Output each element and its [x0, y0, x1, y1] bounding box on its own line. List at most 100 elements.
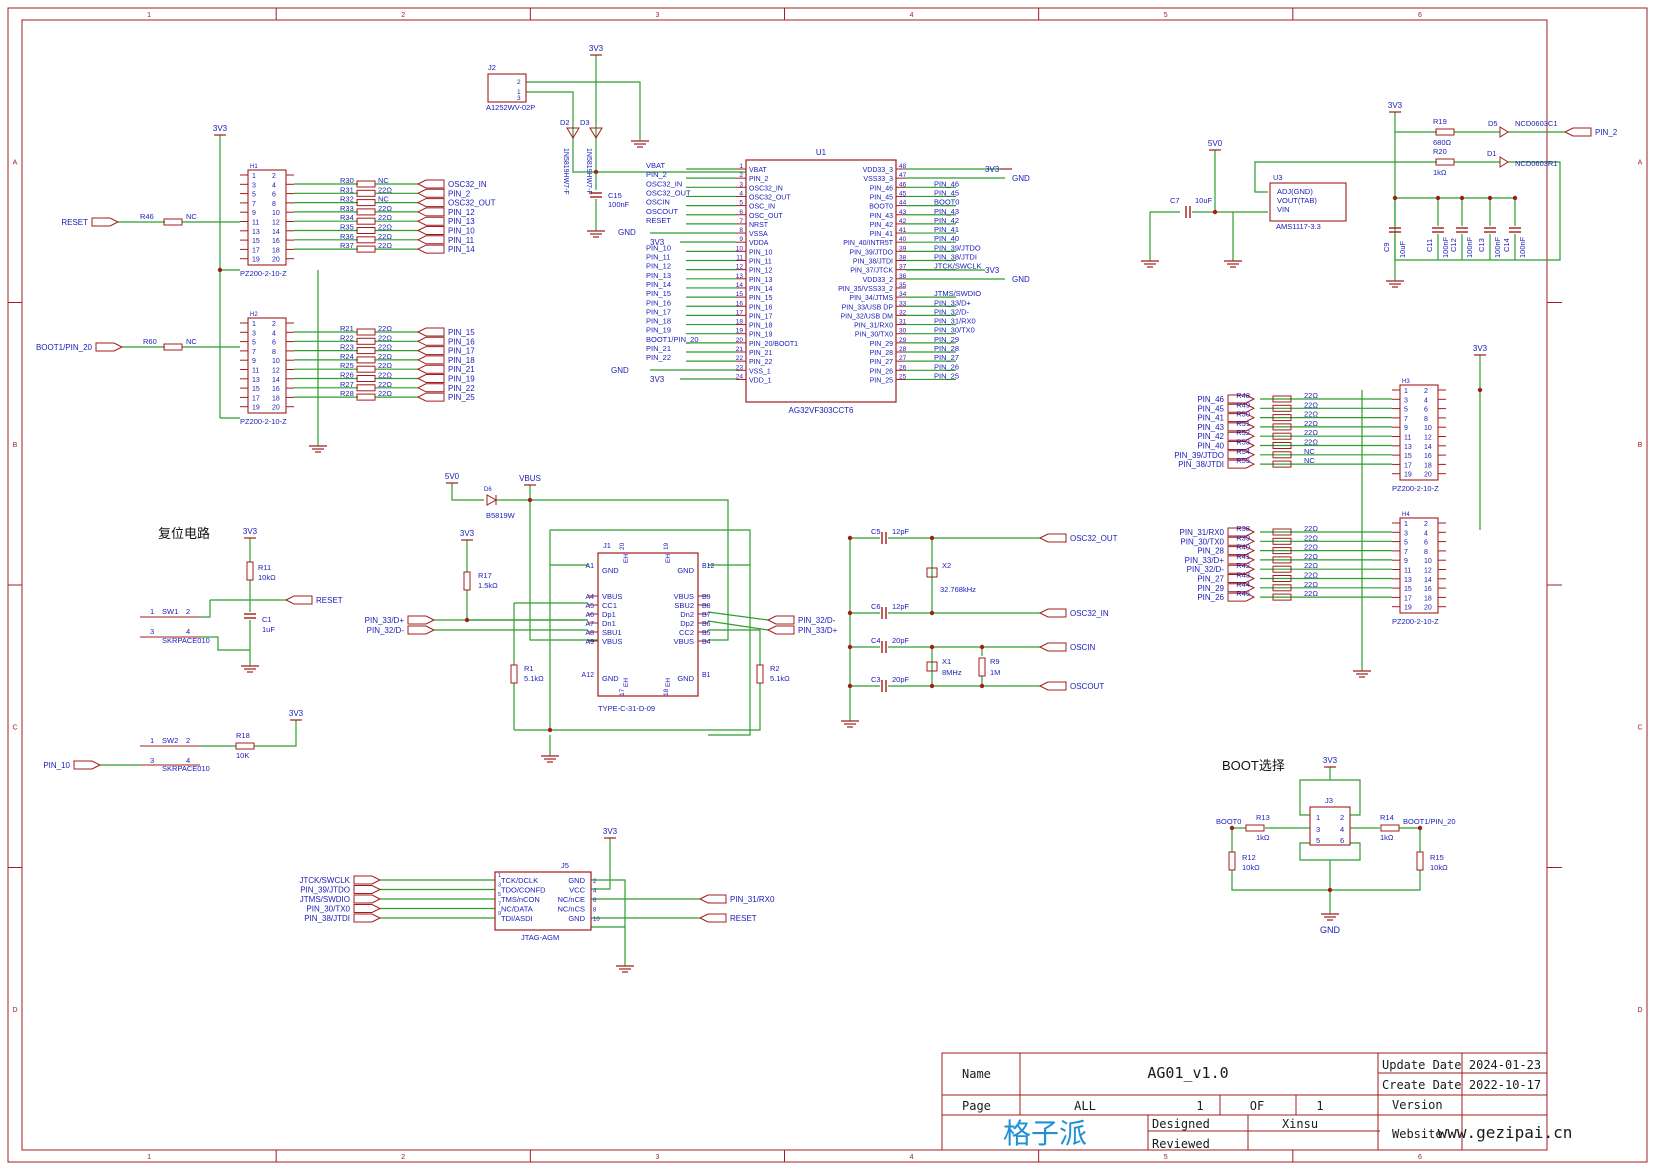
net-port-label: PIN_33/D+: [1185, 556, 1225, 565]
resistor: [356, 199, 376, 207]
net-port-label: OSCOUT: [1070, 682, 1104, 691]
junction-dot: [1435, 195, 1441, 201]
net-label: BOOT1/PIN_20: [1403, 817, 1456, 826]
pin-name: SBU2: [674, 601, 694, 610]
column-label: 6: [1418, 1154, 1422, 1161]
pin-number: 12: [1424, 435, 1432, 442]
wire: [572, 125, 746, 173]
capacitor-value: 100nF: [1441, 236, 1450, 258]
net-port-icon: [1227, 583, 1256, 593]
resistor-value: 22Ω: [378, 343, 392, 352]
pin-number: 11: [1404, 568, 1411, 575]
net-port-icon: [1227, 574, 1256, 583]
pin-number: 24: [736, 373, 744, 380]
pin-name: NC/DATA: [501, 905, 533, 914]
pin-number: 6: [272, 340, 276, 347]
row-label: A: [13, 159, 18, 166]
power-net-label: GND: [1012, 275, 1030, 284]
crystal-value: 8MHz: [942, 668, 962, 677]
designed-label: Designed: [1152, 1117, 1210, 1131]
pin-number: 46: [899, 181, 907, 188]
pin-number: 16: [272, 386, 280, 393]
pin-number: 3: [1404, 397, 1408, 404]
net-label: PIN_25: [934, 371, 959, 380]
resistor: [1245, 824, 1265, 832]
net-port-icon: [1227, 413, 1256, 423]
pin-number: 44: [899, 200, 907, 207]
pin-name: PIN_38/JTDI: [853, 259, 893, 266]
resistor-ref: R49: [1236, 400, 1250, 409]
power-net-label: 3V3: [650, 375, 665, 384]
pin-name: VSS33_3: [863, 176, 893, 183]
regulator-pin: VOUT(TAB): [1277, 196, 1317, 205]
pin-number: 26: [899, 364, 907, 371]
junction-dot: [464, 617, 470, 623]
led-part: NCD0603C1: [1515, 119, 1558, 128]
net-port-label: PIN_30/TX0: [306, 905, 350, 914]
pin-number: 4: [1340, 825, 1344, 834]
resistor: [356, 245, 376, 253]
net-port-icon: [416, 355, 445, 365]
pin-number: 5: [739, 200, 743, 207]
power-net-label: VBUS: [519, 474, 541, 483]
resistor-ref: R35: [340, 223, 354, 232]
pin-name: VDD_1: [749, 377, 772, 384]
net-label: PIN_39/JTDO: [934, 243, 981, 252]
led-part: NCD0603R1: [1515, 159, 1558, 168]
pin-number: 6: [1340, 836, 1344, 845]
power-net-label: 3V3: [985, 266, 1000, 275]
pin-number: 36: [899, 273, 907, 280]
resistor-ref: R19: [1433, 117, 1447, 126]
page-total: 1: [1316, 1099, 1323, 1113]
pin-number: 19: [736, 328, 744, 335]
junction-dot: [929, 535, 935, 541]
pin-name: PIN_28: [870, 350, 893, 357]
pin-number: 21: [736, 346, 744, 353]
net-port-label: PIN_38/JTDI: [304, 914, 350, 923]
crystal-ref: X1: [942, 657, 951, 666]
resistor: [1272, 414, 1292, 422]
resistor: [356, 328, 376, 336]
label-text: 1: [150, 607, 154, 616]
pin-number: 20: [272, 405, 280, 412]
pin-number: A6: [585, 612, 594, 619]
pin-number: 1: [252, 173, 256, 180]
pin-name: PIN_30/TX0: [855, 332, 893, 339]
net-port-label: PIN_39/JTDO: [1174, 451, 1224, 460]
pin-name: EH: [665, 678, 672, 687]
resistor: [1435, 128, 1455, 136]
junction-dot: [979, 683, 985, 689]
resistor-value: 22Ω: [1304, 543, 1318, 552]
power-net-label: 5V0: [1208, 139, 1223, 148]
resistor-ref: R21: [340, 324, 354, 333]
power-net-label: 3V3: [985, 165, 1000, 174]
pin-number: 3: [739, 181, 743, 188]
resistor: [1272, 537, 1292, 545]
net-port-icon: [353, 875, 382, 885]
resistor: [1272, 442, 1292, 449]
pin-name: Dn2: [680, 610, 694, 619]
regulator-body: [1269, 182, 1347, 222]
designer: Xinsu: [1282, 1117, 1318, 1131]
resistor-ref: R1: [524, 664, 534, 673]
capacitor-ref: C9: [1382, 242, 1391, 252]
pin-number: 40: [899, 236, 907, 243]
pin-number: 25: [899, 373, 907, 380]
capacitor-value: 12pF: [892, 527, 910, 536]
label-text: 6: [593, 898, 597, 904]
capacitor-value: 100nF: [1518, 236, 1527, 258]
pin-number: 9: [1404, 425, 1408, 432]
resistor: [1272, 395, 1292, 403]
pin-number: 37: [899, 264, 907, 271]
pin-number: 22: [736, 355, 744, 362]
jumper-body: [1309, 806, 1351, 846]
pin-name: GND: [677, 674, 694, 683]
junction-dot: [847, 610, 853, 616]
resistor: [1272, 565, 1292, 573]
row-label: A: [1638, 159, 1643, 166]
label-text: B1: [702, 672, 711, 679]
net-label: PIN_22: [646, 353, 671, 362]
junction-dot: [979, 644, 985, 650]
capacitor-ref: C1: [262, 615, 272, 624]
junction-dot: [929, 683, 935, 689]
